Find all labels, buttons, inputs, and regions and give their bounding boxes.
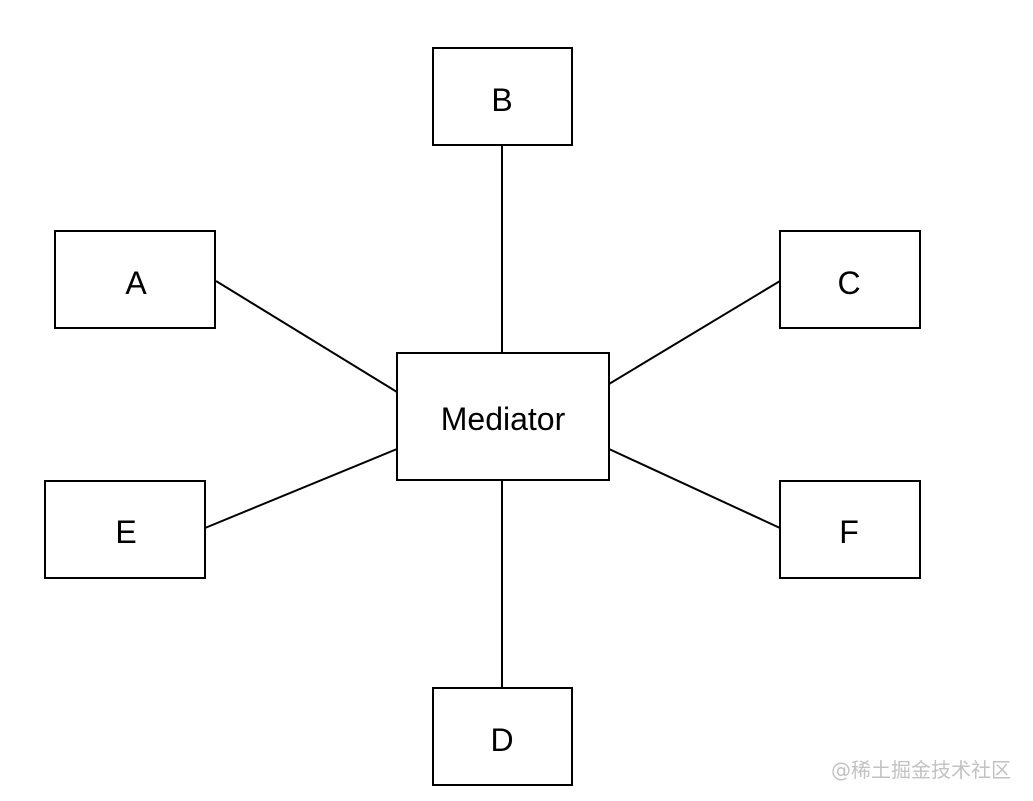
- connector-c-mediator: [608, 280, 781, 385]
- node-b: B: [432, 47, 573, 146]
- node-c-box: [779, 230, 921, 329]
- node-mediator-label: Mediator: [441, 401, 566, 437]
- node-mediator-box: [396, 352, 610, 481]
- node-c: C: [779, 230, 921, 329]
- watermark-text: @稀土掘金技术社区: [831, 758, 1011, 782]
- node-a-box: [54, 230, 216, 329]
- node-f-label: F: [839, 514, 859, 550]
- node-f: F: [779, 480, 921, 579]
- node-e: E: [44, 480, 206, 579]
- node-e-label: E: [115, 514, 136, 550]
- connector-e-mediator: [204, 448, 398, 529]
- node-c-label: C: [837, 265, 860, 301]
- connector-a-mediator: [215, 280, 398, 393]
- connector-f-mediator: [608, 448, 781, 529]
- node-b-box: [432, 47, 573, 146]
- node-d-label: D: [490, 722, 513, 758]
- node-mediator: Mediator: [396, 352, 610, 481]
- node-d-box: [432, 687, 573, 786]
- node-a: A: [54, 230, 216, 329]
- node-b-label: B: [491, 82, 512, 118]
- node-a-label: A: [125, 265, 147, 301]
- node-d: D: [432, 687, 573, 786]
- node-e-box: [44, 480, 206, 579]
- node-f-box: [779, 480, 921, 579]
